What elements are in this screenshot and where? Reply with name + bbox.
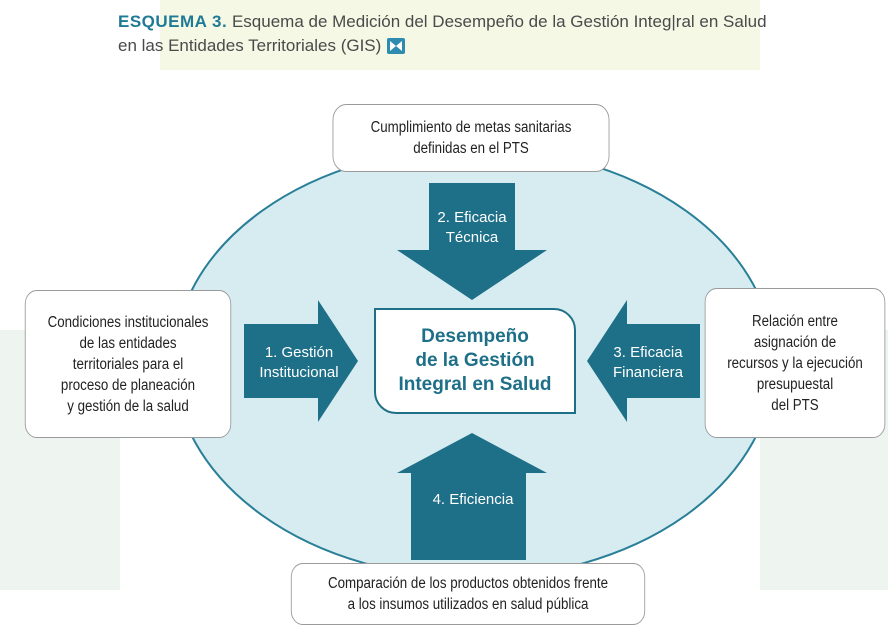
box-line: Relación entre — [752, 312, 838, 330]
box-line: y gestión de la salud — [67, 397, 189, 415]
arrow-label-eficiencia: 4. Eficiencia — [418, 490, 528, 510]
title-line-2-text: en las Entidades Territoriales (GIS) — [118, 36, 382, 55]
title-line-1: ESQUEMA 3. Esquema de Medición del Desem… — [118, 10, 858, 34]
box-comparacion-productos: Comparación de los productos obtenidos f… — [290, 563, 646, 625]
box-line: proceso de planeación — [60, 376, 196, 394]
box-line: recursos y la ejecución — [727, 354, 863, 372]
box-metas-sanitarias: Cumplimiento de metas sanitarias definid… — [332, 104, 610, 172]
arrow-label-line: 4. Eficiencia — [432, 491, 514, 508]
arrow-label-eficacia-financiera: 3. Eficacia Financiera — [598, 343, 698, 383]
arrow-label-gestion-institucional: 1. Gestión Institucional — [244, 343, 354, 383]
box-line: del PTS — [771, 396, 819, 414]
arrow-up-icon — [397, 433, 547, 560]
box-line: presupuestal — [756, 375, 834, 393]
center-box-desempeno: Desempeño de la Gestión Integral en Salu… — [374, 308, 576, 414]
arrow-label-line: 1. Gestión — [264, 344, 334, 361]
arrow-left-icon — [587, 300, 700, 422]
box-line: definidas en el PTS — [413, 140, 529, 157]
box-line: de las entidades — [79, 334, 177, 352]
title-line-1-text: Esquema de Medición del Desempeño de la … — [227, 12, 767, 31]
arrow-label-line: 2. Eficacia — [437, 209, 507, 226]
center-line: Desempeño — [421, 326, 529, 347]
box-line: territoriales para el — [72, 355, 184, 373]
arrow-label-line: Financiera — [612, 364, 684, 381]
arrow-label-line: Técnica — [445, 229, 499, 246]
box-line: Condiciones institucionales — [47, 313, 209, 331]
center-line: Integral en Salud — [398, 374, 552, 395]
arrow-down-icon — [397, 183, 547, 300]
box-line: a los insumos utilizados en salud públic… — [347, 596, 589, 613]
box-relacion-recursos: Relación entre asignación de recursos y … — [704, 288, 886, 438]
center-line: de la Gestión — [415, 350, 535, 371]
box-condiciones-institucionales: Condiciones institucionales de las entid… — [24, 290, 232, 438]
box-line: asignación de — [753, 333, 837, 351]
arrow-right-icon — [244, 300, 358, 422]
title-line-2: en las Entidades Territoriales (GIS) — [118, 34, 858, 58]
title-lead: ESQUEMA 3. — [118, 12, 228, 31]
box-line: Comparación de los productos obtenidos f… — [327, 575, 609, 592]
box-line: Cumplimiento de metas sanitarias — [370, 119, 572, 136]
diagram-title: ESQUEMA 3. Esquema de Medición del Desem… — [118, 10, 858, 58]
arrow-label-line: Institucional — [259, 364, 339, 381]
arrow-label-line: 3. Eficacia — [613, 344, 683, 361]
arrow-label-eficacia-tecnica: 2. Eficacia Técnica — [424, 208, 520, 248]
gis-icon — [387, 38, 406, 54]
